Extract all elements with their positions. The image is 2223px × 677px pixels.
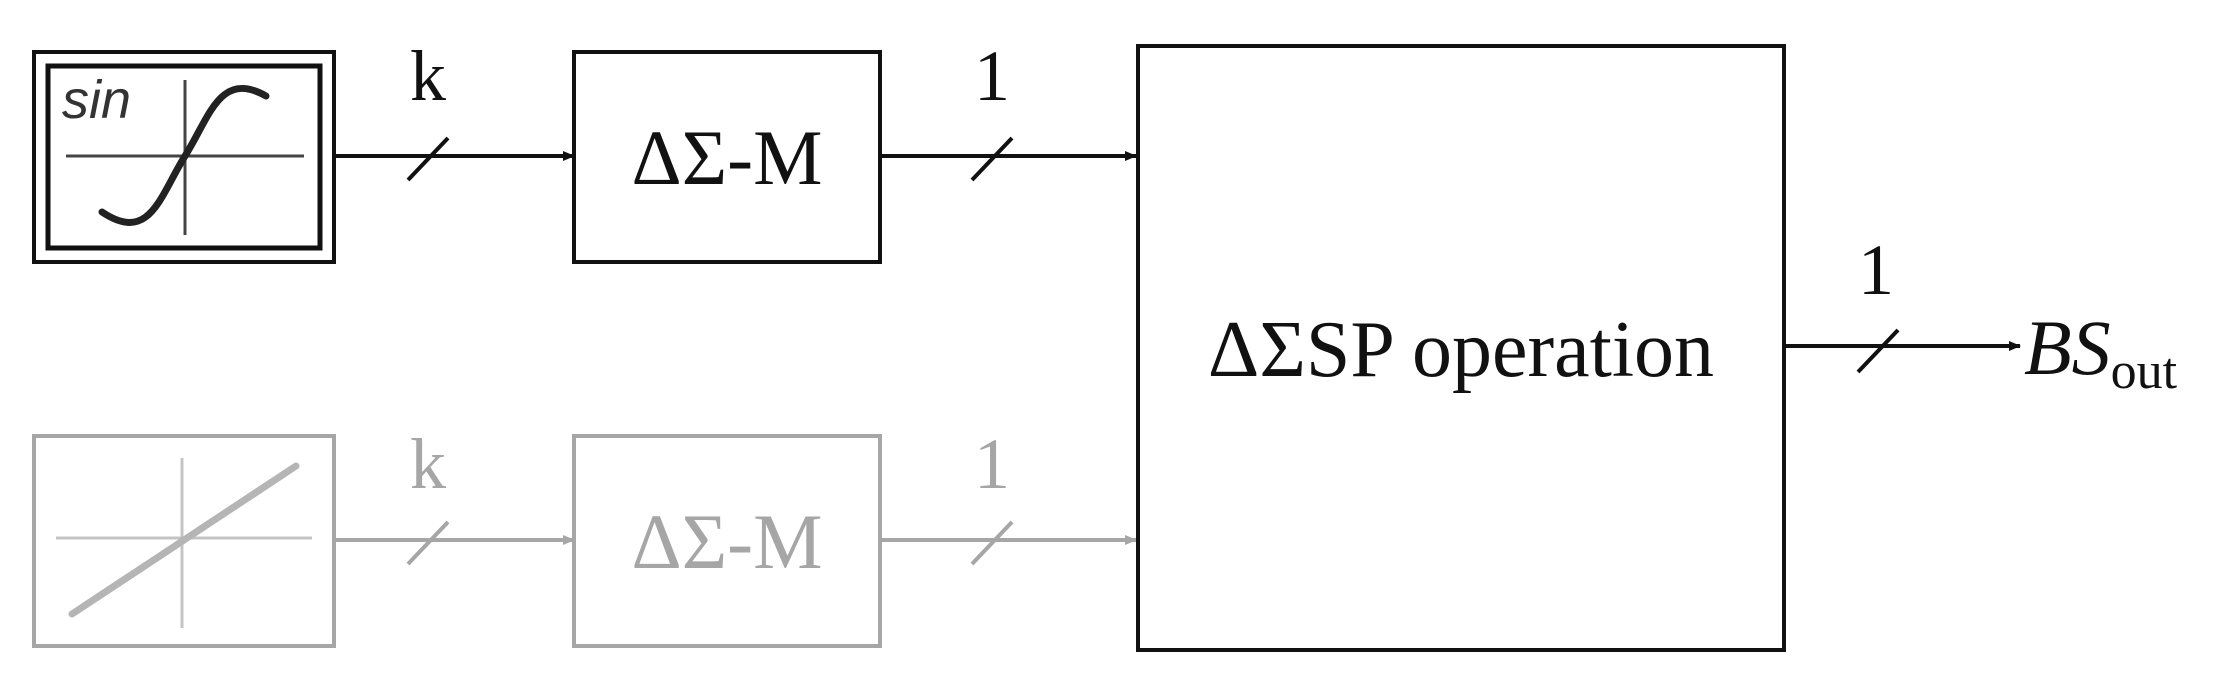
output-bus-slash-1	[1856, 328, 1900, 374]
linear-function-icon	[56, 458, 312, 628]
top-path: sin	[32, 50, 1137, 264]
top-bus-slash-k	[406, 136, 450, 182]
sine-source-block: sin	[32, 50, 336, 264]
bottom-path	[32, 434, 1137, 648]
linear-source-block	[32, 434, 336, 648]
sine-function-icon	[66, 80, 304, 235]
output-bus-width: 1	[1858, 230, 1894, 310]
top-bus-width-in: k	[410, 36, 446, 116]
top-modulator-label: ΔΣ-M	[632, 114, 823, 201]
output-signal-label: BSout	[2024, 304, 2178, 400]
bottom-bus-width-out: 1	[974, 424, 1010, 504]
sine-source-label: sin	[62, 70, 131, 130]
bottom-modulator-label: ΔΣ-M	[632, 498, 823, 585]
output-signal-main: BS	[2024, 304, 2111, 391]
bottom-bus-slash-k	[406, 520, 450, 566]
top-bus-width-out: 1	[974, 36, 1010, 116]
output-path	[1784, 328, 2021, 374]
bottom-bus-slash-1	[970, 520, 1014, 566]
bottom-bus-width-in: k	[410, 424, 446, 504]
sdsp-operation-label: ΔΣSP operation	[1208, 306, 1714, 394]
output-signal-sub: out	[2111, 343, 2178, 400]
top-bus-slash-1	[970, 136, 1014, 182]
